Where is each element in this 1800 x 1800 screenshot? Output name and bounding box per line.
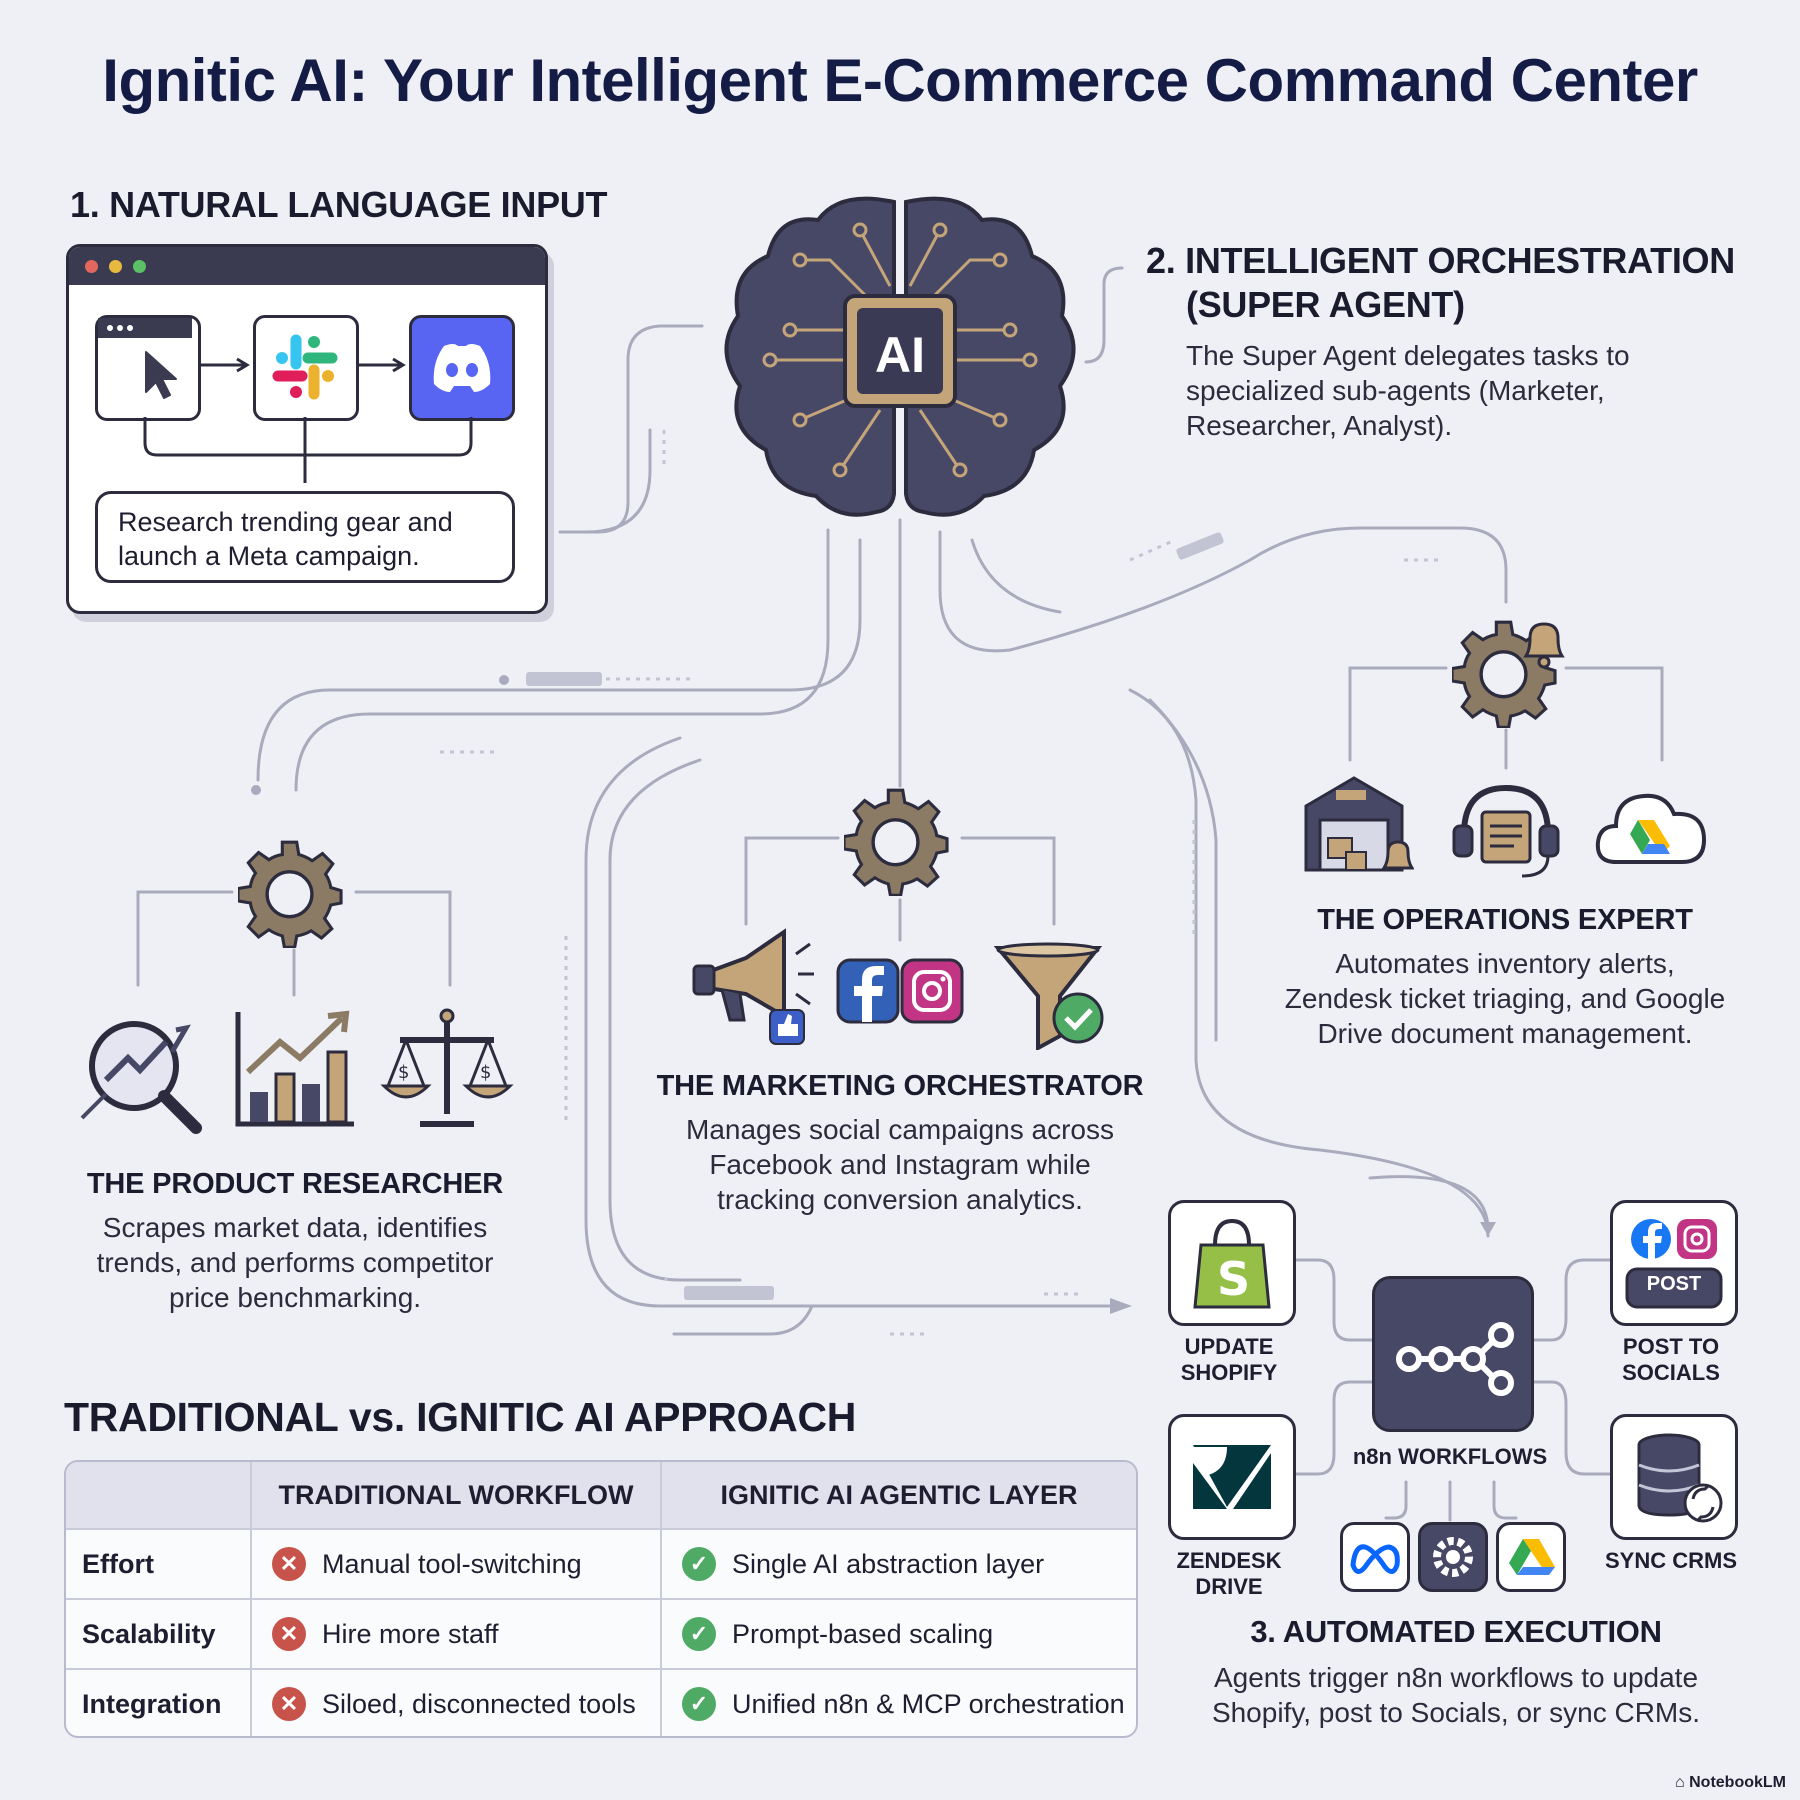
google-drive-mini-icon [1496, 1522, 1566, 1592]
svg-text:S: S [1217, 1252, 1250, 1306]
row-label: Integration [82, 1688, 222, 1719]
browser-titlebar [69, 247, 545, 285]
comparison-table: TRADITIONAL WORKFLOW IGNITIC AI AGENTIC … [64, 1460, 1138, 1738]
scales-icon: $ $ [380, 1008, 514, 1127]
minimize-dot [109, 260, 122, 273]
settings-gear-icon [1418, 1522, 1488, 1592]
researcher-gear-icon [238, 840, 343, 948]
post-button[interactable]: POST [1646, 1273, 1702, 1295]
close-dot [85, 260, 98, 273]
bar-chart-icon [235, 1010, 354, 1127]
discord-icon [409, 315, 515, 421]
cursor-window-icon [95, 315, 201, 421]
row-label: Effort [82, 1548, 154, 1579]
table-row: Scalability ✕Hire more staff ✓Prompt-bas… [66, 1598, 1136, 1668]
google-drive-icon [1595, 793, 1707, 864]
traditional-cell: ✕Manual tool-switching [272, 1530, 652, 1598]
orchestration-description: The Super Agent delegates tasks to speci… [1186, 340, 1630, 441]
researcher-heading: THE PRODUCT RESEARCHER [86, 1168, 504, 1200]
input-heading: 1. NATURAL LANGUAGE INPUT [70, 184, 608, 225]
n8n-label: n8n WORKFLOWS [1352, 1444, 1548, 1469]
support-headset-icon [1452, 784, 1560, 878]
marketing-description: Manages social campaigns across Facebook… [686, 1114, 1114, 1215]
operations-heading: THE OPERATIONS EXPERT [1317, 904, 1693, 936]
cross-icon: ✕ [272, 1617, 306, 1651]
browser-window: Research trending gear and launch a Meta… [66, 244, 548, 614]
meta-icon [1340, 1522, 1410, 1592]
prompt-line-2: launch a Meta campaign. [118, 541, 420, 571]
funnel-check-icon [994, 942, 1104, 1050]
check-icon: ✓ [682, 1547, 716, 1581]
shopify-icon: S [1168, 1200, 1296, 1326]
table-header-row: TRADITIONAL WORKFLOW IGNITIC AI AGENTIC … [66, 1462, 1136, 1528]
marketing-gear-icon [844, 788, 949, 896]
zendesk-icon [1168, 1414, 1296, 1540]
crm-database-icon [1610, 1414, 1738, 1540]
comparison-heading: TRADITIONAL vs. IGNITIC AI APPROACH [64, 1394, 857, 1440]
table-row: Integration ✕Siloed, disconnected tools … [66, 1668, 1136, 1736]
column-header-ignitic: IGNITIC AI AGENTIC LAYER [720, 1479, 1078, 1510]
megaphone-icon [692, 928, 814, 1045]
ignitic-cell: ✓Unified n8n & MCP orchestration [682, 1670, 1132, 1736]
operations-description: Automates inventory alerts, Zendesk tick… [1284, 948, 1726, 1049]
svg-text:$: $ [398, 1062, 409, 1083]
socials-post-icon: POST [1610, 1200, 1738, 1326]
magnifier-trend-icon [80, 1021, 202, 1134]
execution-description: Agents trigger n8n workflows to update S… [1211, 1662, 1701, 1728]
ignitic-cell: ✓Single AI abstraction layer [682, 1530, 1132, 1598]
warehouse-icon [1304, 776, 1414, 872]
page-title: Ignitic AI: Your Intelligent E-Commerce … [102, 47, 1698, 114]
cross-icon: ✕ [272, 1547, 306, 1581]
check-icon: ✓ [682, 1687, 716, 1721]
traditional-cell: ✕Hire more staff [272, 1600, 652, 1668]
cross-icon: ✕ [272, 1687, 306, 1721]
crm-label: SYNC CRMS [1604, 1548, 1737, 1573]
traditional-cell: ✕Siloed, disconnected tools [272, 1670, 652, 1736]
execution-heading: 3. AUTOMATED EXECUTION [1250, 1614, 1662, 1649]
slack-icon [253, 315, 359, 421]
table-row: Effort ✕Manual tool-switching ✓Single AI… [66, 1528, 1136, 1598]
flow-arrows [143, 357, 473, 483]
orchestration-heading: 2. INTELLIGENT ORCHESTRATION [1146, 240, 1735, 281]
ignitic-cell: ✓Prompt-based scaling [682, 1600, 1132, 1668]
maximize-dot [133, 260, 146, 273]
ai-chip-label: AI [875, 327, 925, 383]
marketing-heading: THE MARKETING ORCHESTRATOR [656, 1070, 1144, 1102]
row-label: Scalability [82, 1618, 216, 1649]
brand-label: ⌂ NotebookLM [1675, 1774, 1786, 1791]
bell-icon [1523, 622, 1565, 669]
n8n-workflow-icon [1372, 1276, 1534, 1432]
researcher-description: Scrapes market data, identifies trends, … [96, 1212, 494, 1313]
check-icon: ✓ [682, 1617, 716, 1651]
svg-text:$: $ [480, 1062, 491, 1083]
column-header-traditional: TRADITIONAL WORKFLOW [278, 1479, 634, 1510]
prompt-line-1: Research trending gear and [118, 507, 453, 537]
brain-ai-icon [724, 196, 1076, 517]
facebook-instagram-icons [836, 958, 964, 1024]
orchestration-subheading: (SUPER AGENT) [1186, 284, 1465, 325]
prompt-bubble[interactable]: Research trending gear and launch a Meta… [95, 491, 515, 583]
